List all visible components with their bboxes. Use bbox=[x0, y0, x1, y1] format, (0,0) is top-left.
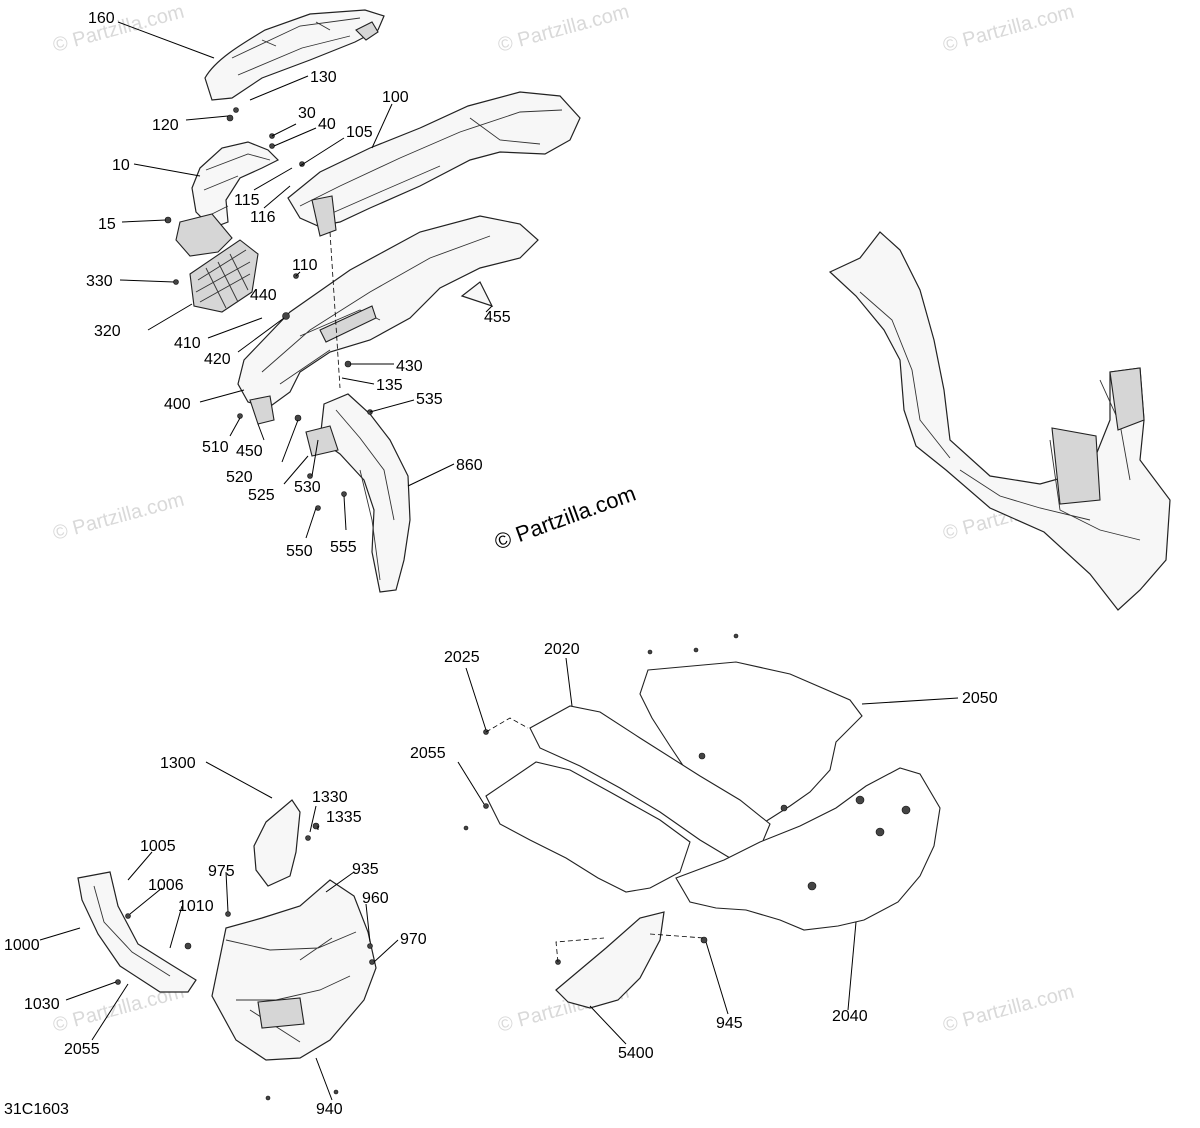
callout-400: 400 bbox=[164, 396, 191, 413]
part-160-hinge bbox=[355, 21, 379, 41]
callout-2025: 2025 bbox=[444, 649, 480, 666]
callout-1010: 1010 bbox=[178, 898, 214, 915]
callout-100: 100 bbox=[382, 89, 409, 106]
callout-labels: 160 130 120 30 40 100 105 10 115 116 15 … bbox=[4, 10, 998, 1118]
callout-116: 116 bbox=[250, 209, 276, 226]
hardware bbox=[115, 107, 739, 1101]
callout-30: 30 bbox=[298, 105, 316, 122]
plate-2040 bbox=[675, 767, 941, 931]
callout-945: 945 bbox=[716, 1015, 743, 1032]
callout-2055-upper: 2055 bbox=[410, 745, 446, 762]
part-15-headlight bbox=[175, 213, 233, 257]
leader-lines bbox=[39, 21, 959, 1101]
callout-975: 975 bbox=[208, 863, 235, 880]
callout-2050: 2050 bbox=[962, 690, 998, 707]
plate-2055-left bbox=[485, 761, 691, 893]
floor-plates bbox=[485, 661, 941, 1009]
alignment-lines bbox=[329, 231, 705, 963]
callout-935: 935 bbox=[352, 861, 379, 878]
footwell-assembly bbox=[77, 799, 377, 1061]
front-fascia-assembly bbox=[175, 9, 581, 593]
callout-455: 455 bbox=[484, 309, 511, 326]
right-side-frame bbox=[828, 231, 1171, 611]
callout-1335: 1335 bbox=[326, 809, 362, 826]
part-525-bracket bbox=[305, 425, 339, 457]
callout-40: 40 bbox=[318, 116, 336, 133]
callout-555: 555 bbox=[330, 539, 357, 556]
callout-520: 520 bbox=[226, 469, 253, 486]
part-160-hood-top bbox=[204, 9, 385, 101]
callout-135: 135 bbox=[376, 377, 403, 394]
callout-510: 510 bbox=[202, 439, 229, 456]
callout-2040: 2040 bbox=[832, 1008, 868, 1025]
watermark: © Partzilla.com bbox=[496, 1, 632, 57]
callout-1005: 1005 bbox=[140, 838, 176, 855]
watermark: © Partzilla.com bbox=[941, 1, 1077, 57]
part-860-pillar bbox=[319, 393, 411, 593]
part-5400-guard bbox=[555, 911, 665, 1009]
callout-2055-lower: 2055 bbox=[64, 1041, 100, 1058]
callout-330: 330 bbox=[86, 273, 113, 290]
callout-130: 130 bbox=[310, 69, 337, 86]
callout-420: 420 bbox=[204, 351, 231, 368]
callout-970: 970 bbox=[400, 931, 427, 948]
callout-860: 860 bbox=[456, 457, 483, 474]
callout-1030: 1030 bbox=[24, 996, 60, 1013]
part-10-hood bbox=[191, 141, 280, 229]
callout-1006: 1006 bbox=[148, 877, 184, 894]
part-450-cover bbox=[249, 395, 275, 425]
callout-10: 10 bbox=[112, 157, 130, 174]
watermark: © Partzilla.com bbox=[941, 981, 1077, 1037]
callout-450: 450 bbox=[236, 443, 263, 460]
callout-320: 320 bbox=[94, 323, 121, 340]
callout-115: 115 bbox=[234, 192, 260, 209]
callout-525: 525 bbox=[248, 487, 275, 504]
callout-940: 940 bbox=[316, 1101, 343, 1118]
callout-1330: 1330 bbox=[312, 789, 348, 806]
callout-530: 530 bbox=[294, 479, 321, 496]
callout-5400: 5400 bbox=[618, 1045, 654, 1062]
callout-110: 110 bbox=[292, 257, 318, 274]
callout-2020: 2020 bbox=[544, 641, 580, 658]
callout-550: 550 bbox=[286, 543, 313, 560]
part-455-triangle bbox=[460, 281, 494, 308]
watermark: © Partzilla.com bbox=[51, 1, 187, 57]
callout-535: 535 bbox=[416, 391, 443, 408]
callout-120: 120 bbox=[152, 117, 179, 134]
callout-410: 410 bbox=[174, 335, 201, 352]
callout-440: 440 bbox=[250, 287, 277, 304]
callout-1300: 1300 bbox=[160, 755, 196, 772]
callout-15: 15 bbox=[98, 216, 116, 233]
part-100-upper-dash bbox=[287, 91, 581, 227]
diagram-code: 31C1603 bbox=[4, 1101, 69, 1118]
part-940-footwell bbox=[211, 879, 377, 1061]
callout-960: 960 bbox=[362, 890, 389, 907]
watermark: © Partzilla.com bbox=[51, 489, 187, 545]
callout-430: 430 bbox=[396, 358, 423, 375]
part-1000-sill bbox=[77, 871, 197, 993]
part-1300-panel bbox=[253, 799, 301, 887]
callout-160: 160 bbox=[88, 10, 115, 27]
callout-105: 105 bbox=[346, 124, 373, 141]
plate-2050 bbox=[639, 661, 863, 833]
callout-1000: 1000 bbox=[4, 937, 40, 954]
brand-mark: © Partzilla.com bbox=[491, 481, 639, 555]
side-frame-assembly bbox=[828, 231, 1171, 611]
